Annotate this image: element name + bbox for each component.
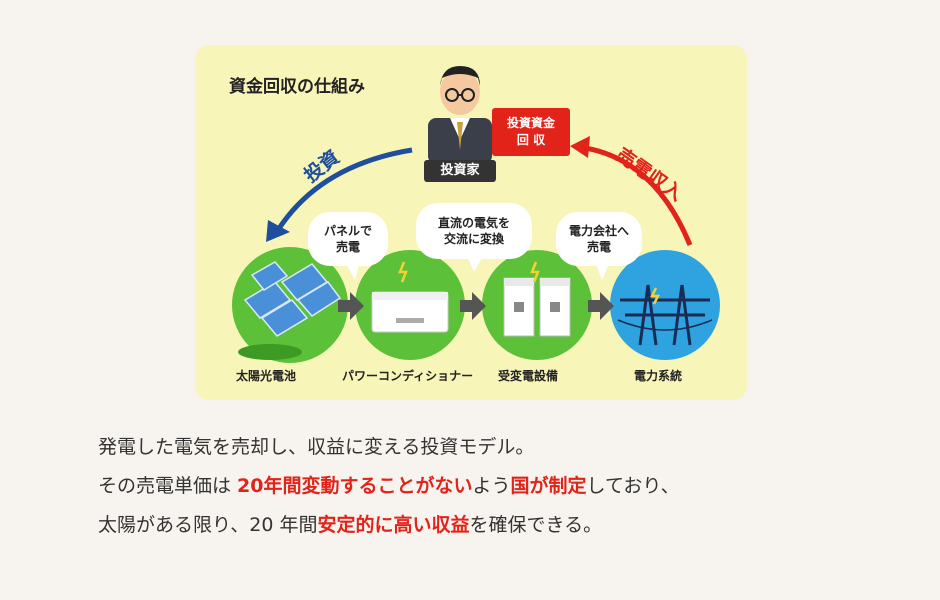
diagram-title: 資金回収の仕組み — [229, 77, 365, 97]
bubble-sell-from-panel: パネルで 売電 — [308, 212, 388, 266]
line2-highlight-fixed-20-years: 20年間変動することがない — [237, 475, 473, 497]
bubble-2-line-1: 直流の電気を — [437, 216, 510, 230]
power-conditioner-node — [355, 250, 465, 360]
description-line-3: 太陽がある限り、20 年間安定的に高い収益を確保できる。 — [98, 506, 898, 545]
description-line-2: その売電単価は 20年間変動することがないよう国が制定しており、 — [98, 467, 898, 506]
bubble-1-line-2: 売電 — [335, 240, 360, 254]
line3-highlight-stable-income: 安定的に高い収益 — [317, 514, 470, 536]
revenue-arrow — [570, 136, 693, 246]
substation-node — [482, 250, 592, 360]
line3-part-a: 太陽がある限り、20 年間 — [98, 514, 318, 536]
node-label-substation: 受変電設備 — [498, 369, 559, 383]
flow-arrow-2 — [460, 292, 486, 320]
flow-arrow-1 — [338, 292, 364, 320]
line2-highlight-national: 国が制定 — [510, 475, 587, 497]
description-text: 発電した電気を売却し、収益に変える投資モデル。 その売電単価は 20年間変動する… — [98, 428, 898, 545]
bubble-3-line-1: 電力会社へ — [568, 224, 629, 238]
line2-part-a: その売電単価は — [98, 475, 238, 497]
line2-part-e: しており、 — [586, 475, 680, 497]
bubble-2-line-2: 交流に変換 — [443, 232, 504, 246]
recovery-line-1: 投資資金 — [506, 116, 555, 130]
bubble-1-line-1: パネルで — [323, 224, 372, 238]
solar-panel-node — [232, 247, 348, 363]
description-line-1: 発電した電気を売却し、収益に変える投資モデル。 — [98, 436, 535, 458]
node-label-solar: 太陽光電池 — [236, 369, 297, 383]
line2-part-c: よう — [472, 475, 511, 497]
flow-arrow-3 — [588, 292, 614, 320]
power-grid-node — [610, 250, 720, 360]
line3-part-c: を確保できる。 — [469, 514, 603, 536]
investor-figure-icon — [428, 66, 492, 164]
bubble-dc-to-ac: 直流の電気を 交流に変換 — [416, 203, 532, 259]
recovery-line-2: 回 収 — [516, 133, 546, 147]
investment-arrow — [266, 147, 413, 242]
node-label-power-conditioner: パワーコンディショナー — [342, 369, 474, 383]
bubble-3-line-2: 売電 — [586, 240, 611, 254]
investor-label: 投資家 — [424, 160, 496, 182]
bubble-sell-to-utility: 電力会社へ 売電 — [556, 212, 642, 266]
node-label-grid: 電力系統 — [634, 369, 683, 383]
investment-recovery-badge: 投資資金 回 収 — [492, 108, 570, 156]
